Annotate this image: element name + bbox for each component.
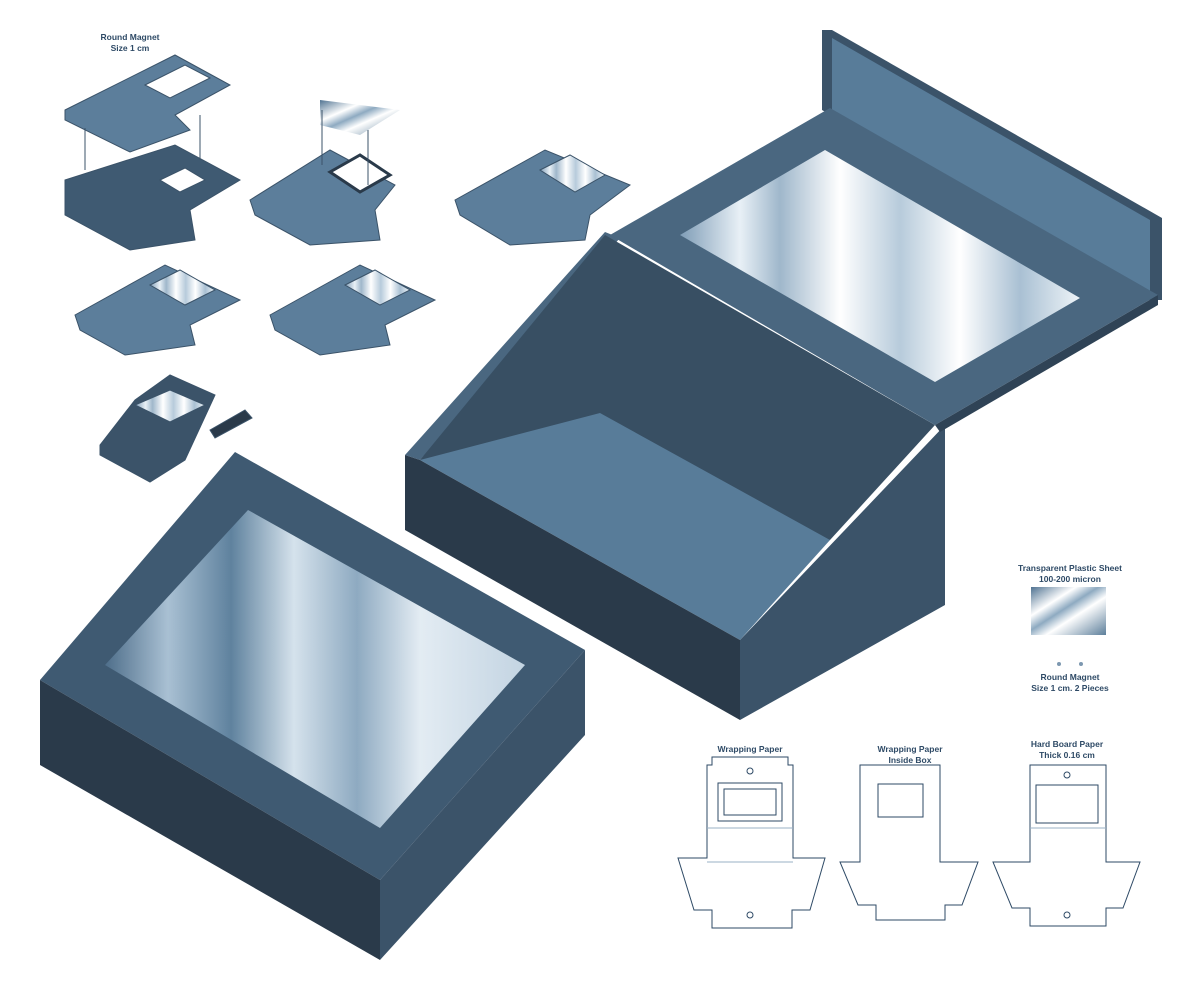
assembly-steps — [64, 54, 632, 483]
wrapping-paper-label: Wrapping Paper — [717, 744, 783, 754]
plastic-sheet-swatch — [1031, 587, 1106, 635]
magnet-icon — [1079, 662, 1083, 666]
lid-window — [680, 150, 1080, 382]
round-magnet-label: Round Magnet Size 1 cm. 2 Pieces — [1031, 672, 1109, 693]
dieline-hard-board — [992, 764, 1141, 927]
closed-box-window — [105, 510, 525, 828]
dieline-inside-box — [839, 764, 979, 921]
wrapping-inside-label: Wrapping Paper Inside Box — [877, 744, 943, 765]
magnet-icon — [1057, 662, 1061, 666]
large-box — [405, 30, 1162, 720]
closed-box — [40, 452, 585, 960]
dieline-wrapping-paper — [677, 756, 826, 929]
hard-board-label: Hard Board Paper Thick 0.16 cm — [1030, 739, 1104, 760]
dielines — [677, 756, 1141, 929]
plastic-sheet-label: Transparent Plastic Sheet 100-200 micron — [1018, 563, 1122, 584]
magnet-callout-label: Round Magnet Size 1 cm — [100, 32, 160, 53]
